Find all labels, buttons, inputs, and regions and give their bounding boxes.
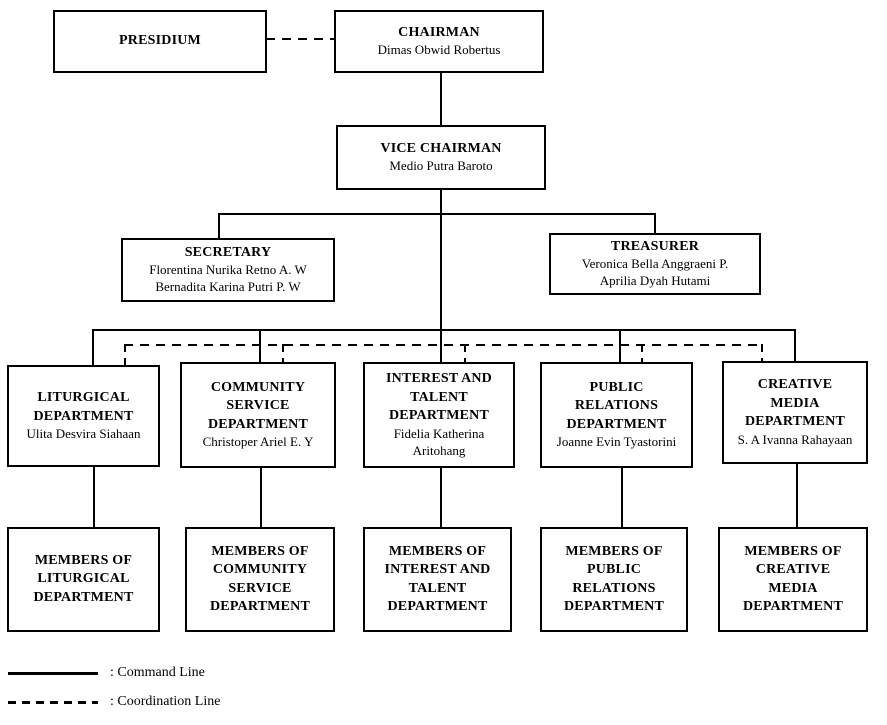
connector-interest-members [440, 468, 442, 527]
connector-drop-treasurer [654, 213, 656, 233]
connector-dashed-drop-public-relations [641, 344, 643, 362]
node-title: MEMBERS OF PUBLIC RELATIONS DEPARTMENT [563, 543, 665, 614]
node-title: VICE CHAIRMAN [380, 140, 502, 156]
node-members-interest: MEMBERS OF INTEREST AND TALENT DEPARTMEN… [363, 527, 512, 632]
node-title: INTEREST AND TALENT DEPARTMENT [385, 371, 492, 424]
connector-presidium-chairman-dashed [266, 38, 334, 40]
connector-vicechairman-trunk [440, 188, 442, 362]
node-members-public-relations: MEMBERS OF PUBLIC RELATIONS DEPARTMENT [540, 527, 688, 632]
node-title: MEMBERS OF LITURGICAL DEPARTMENT [33, 552, 134, 605]
legend-coordination-line-sample [8, 701, 98, 704]
connector-liturgical-members [93, 467, 95, 527]
connector-dashed-drop-interest [464, 344, 466, 362]
connector-dashed-drop-community [282, 344, 284, 362]
node-names: Joanne Evin Tyastorini [556, 434, 677, 450]
node-title: LITURGICAL DEPARTMENT [33, 390, 134, 424]
node-title: SECRETARY [184, 244, 272, 260]
node-secretary: SECRETARY Florentina Nurika Retno A. W B… [121, 238, 335, 302]
node-members-liturgical: MEMBERS OF LITURGICAL DEPARTMENT [7, 527, 160, 632]
node-names: Medio Putra Baroto [389, 158, 493, 174]
connector-dashed-drop-creative [761, 344, 763, 361]
node-names: Veronica Bella Anggraeni P. Aprilia Dyah… [581, 256, 729, 289]
connector-creative-members [796, 464, 798, 527]
connector-coordination-bus-dashed [124, 344, 763, 346]
node-title: MEMBERS OF CREATIVE MEDIA DEPARTMENT [742, 543, 844, 614]
node-title: MEMBERS OF COMMUNITY SERVICE DEPARTMENT [209, 543, 311, 614]
node-title: TREASURER [610, 238, 700, 254]
legend-command-line-sample [8, 672, 98, 675]
node-title: PRESIDIUM [119, 33, 201, 49]
node-names: Florentina Nurika Retno A. W Bernadita K… [149, 262, 307, 295]
connector-drop-secretary [218, 213, 220, 238]
node-title: COMMUNITY SERVICE DEPARTMENT [207, 379, 309, 432]
node-interest-talent-department: INTEREST AND TALENT DEPARTMENT Fidelia K… [363, 362, 515, 468]
connector-public-relations-members [621, 468, 623, 527]
node-names: Fidelia Katherina Aritohang [393, 425, 485, 458]
node-community-service-department: COMMUNITY SERVICE DEPARTMENT Christoper … [180, 362, 336, 468]
node-members-community: MEMBERS OF COMMUNITY SERVICE DEPARTMENT [185, 527, 335, 632]
node-names: S. A Ivanna Rahayaan [737, 431, 853, 447]
node-names: Dimas Obwid Robertus [377, 42, 501, 58]
node-treasurer: TREASURER Veronica Bella Anggraeni P. Ap… [549, 233, 761, 295]
node-names: Ulita Desvira Siahaan [26, 426, 141, 442]
node-title: CHAIRMAN [398, 24, 480, 40]
connector-secretary-treasurer-bus [218, 213, 656, 215]
node-liturgical-department: LITURGICAL DEPARTMENT Ulita Desvira Siah… [7, 365, 160, 467]
node-names: Christoper Ariel E. Y [202, 434, 314, 450]
legend-coordination-line-label: : Coordination Line [110, 694, 221, 709]
node-creative-media-department: CREATIVE MEDIA DEPARTMENT S. A Ivanna Ra… [722, 361, 868, 464]
node-presidium: PRESIDIUM [53, 10, 267, 73]
connector-community-members [260, 468, 262, 527]
connector-chairman-vicechairman [440, 73, 442, 125]
node-members-creative: MEMBERS OF CREATIVE MEDIA DEPARTMENT [718, 527, 868, 632]
connector-dashed-drop-liturgical [124, 344, 126, 365]
connector-departments-bus [92, 329, 796, 331]
node-title: PUBLIC RELATIONS DEPARTMENT [566, 379, 667, 432]
legend-command-line-label: : Command Line [110, 665, 205, 680]
node-vice-chairman: VICE CHAIRMAN Medio Putra Baroto [336, 125, 546, 190]
node-chairman: CHAIRMAN Dimas Obwid Robertus [334, 10, 544, 73]
node-public-relations-department: PUBLIC RELATIONS DEPARTMENT Joanne Evin … [540, 362, 693, 468]
connector-drop-liturgical [92, 329, 94, 365]
node-title: MEMBERS OF INTEREST AND TALENT DEPARTMEN… [384, 543, 491, 614]
connector-drop-creative [794, 329, 796, 361]
node-title: CREATIVE MEDIA DEPARTMENT [744, 377, 846, 430]
